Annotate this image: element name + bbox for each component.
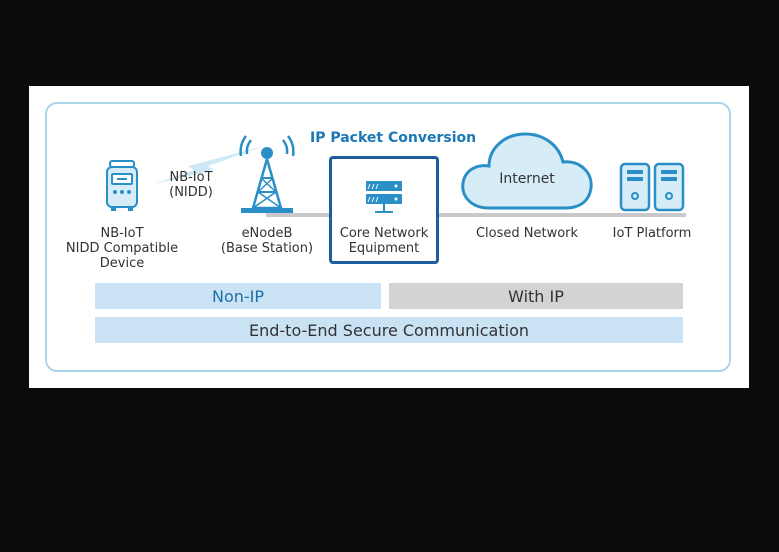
server-icon [366,181,402,213]
non-ip-band: Non-IP [95,283,381,309]
link-label: NB-IoT (NIDD) [169,170,213,200]
server-rack-icon [619,162,685,212]
device-label: NB-IoT NIDD Compatible Device [65,226,179,271]
iot-platform-label: IoT Platform [612,226,692,241]
closed-network-label: Closed Network [475,226,579,241]
cloud-icon [461,132,593,210]
iot-device-icon [106,160,138,211]
enodeb-label: eNodeB (Base Station) [220,226,314,256]
e2e-secure-band: End-to-End Secure Communication [95,317,683,343]
cloud-label: Internet [499,171,555,187]
core-network-label: Core Network Equipment [339,226,429,256]
with-ip-band: With IP [389,283,683,309]
diagram-canvas: IP Packet Conversion NB-IoT (NIDD) NB-Io… [29,86,749,388]
diagram-frame [45,102,731,372]
network-baseline [266,213,686,217]
diagram-title: IP Packet Conversion [310,130,477,146]
cell-tower-icon [239,135,295,213]
wireless-link-icon [154,146,264,184]
